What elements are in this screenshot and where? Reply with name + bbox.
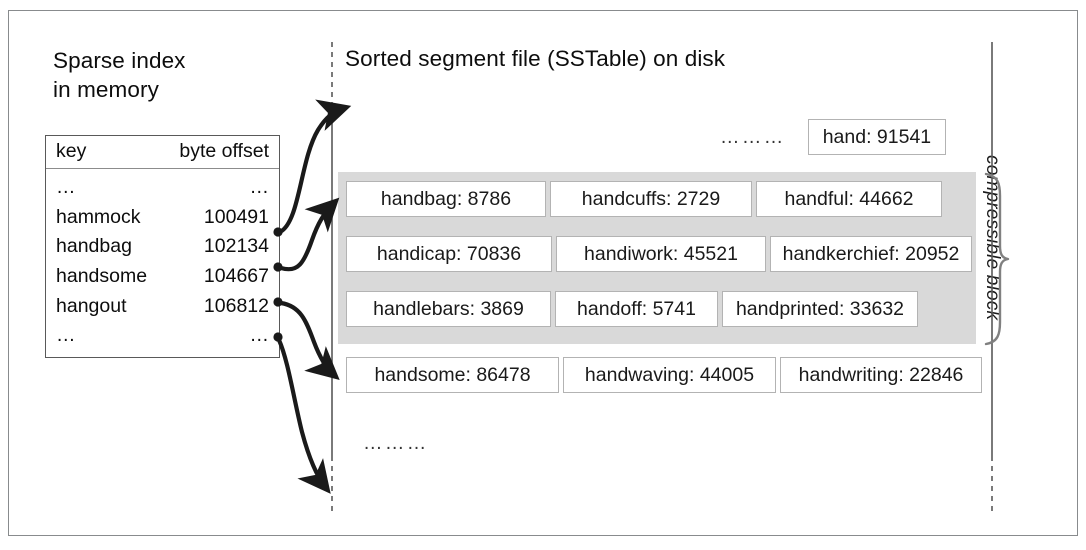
sstable-entry: handful: 44662 [756, 181, 942, 217]
index-key: … [56, 176, 76, 198]
sparse-index-table: key byte offset … … hammock 100491 handb… [45, 135, 280, 358]
sstable-entry-hand: hand: 91541 [807, 119, 947, 155]
index-table-header-row: key byte offset [46, 136, 279, 169]
index-offset: … [249, 176, 270, 198]
sstable-entry: handbag: 8786 [346, 181, 546, 217]
top-ellipsis: ……… [720, 125, 786, 148]
index-header-byte-offset: byte offset [179, 140, 269, 162]
sstable-entry: handsome: 86478 [346, 357, 559, 393]
sstable-entry: handiwork: 45521 [556, 236, 766, 272]
table-row: … … [56, 321, 269, 351]
index-offset: 100491 [203, 205, 269, 228]
table-row: … … [56, 173, 269, 203]
index-key: … [56, 324, 76, 347]
sparse-index-caption-line1: Sparse index [53, 48, 186, 73]
sstable-entry: handlebars: 3869 [346, 291, 551, 327]
table-row: hangout 106812 [56, 292, 269, 322]
index-offset: 106812 [203, 294, 269, 317]
sstable-caption: Sorted segment file (SSTable) on disk [345, 46, 726, 71]
sstable-entry-row: handsome: 86478 handwaving: 44005 handwr… [346, 357, 982, 393]
sstable-entry: handoff: 5741 [555, 291, 718, 327]
table-row: hammock 100491 [56, 203, 269, 233]
index-offset: 102134 [203, 235, 269, 258]
index-key: handbag [56, 235, 132, 258]
sstable-entry-row: handlebars: 3869 handoff: 5741 handprint… [346, 291, 918, 327]
sstable-entry: handicap: 70836 [346, 236, 552, 272]
table-row: handbag 102134 [56, 232, 269, 262]
sstable-entry: handkerchief: 20952 [770, 236, 972, 272]
bottom-ellipsis: ……… [363, 432, 429, 454]
sparse-index-caption-line2: in memory [53, 77, 159, 103]
sstable-entry: handwriting: 22846 [780, 357, 982, 393]
sstable-entry-row: handbag: 8786 handcuffs: 2729 handful: 4… [346, 181, 942, 217]
table-row: handsome 104667 [56, 262, 269, 292]
index-header-key: key [56, 140, 87, 162]
sstable-entry: handprinted: 33632 [722, 291, 918, 327]
sstable-entry: handcuffs: 2729 [550, 181, 752, 217]
index-key: handsome [56, 264, 148, 287]
index-key: hangout [56, 294, 127, 317]
sstable-entry: handwaving: 44005 [563, 357, 776, 393]
sstable-entry-row: handicap: 70836 handiwork: 45521 handker… [346, 236, 972, 272]
sparse-index-caption: Sparse index in memory [53, 46, 303, 104]
index-table-body: … … hammock 100491 handbag 102134 handso… [46, 169, 279, 357]
index-offset: 104667 [203, 264, 269, 287]
index-offset: … [249, 324, 270, 347]
index-key: hammock [56, 205, 141, 228]
compressible-block-label: compressible block [982, 155, 1003, 321]
top-entry-group: ……… hand: 91541 [720, 119, 947, 155]
